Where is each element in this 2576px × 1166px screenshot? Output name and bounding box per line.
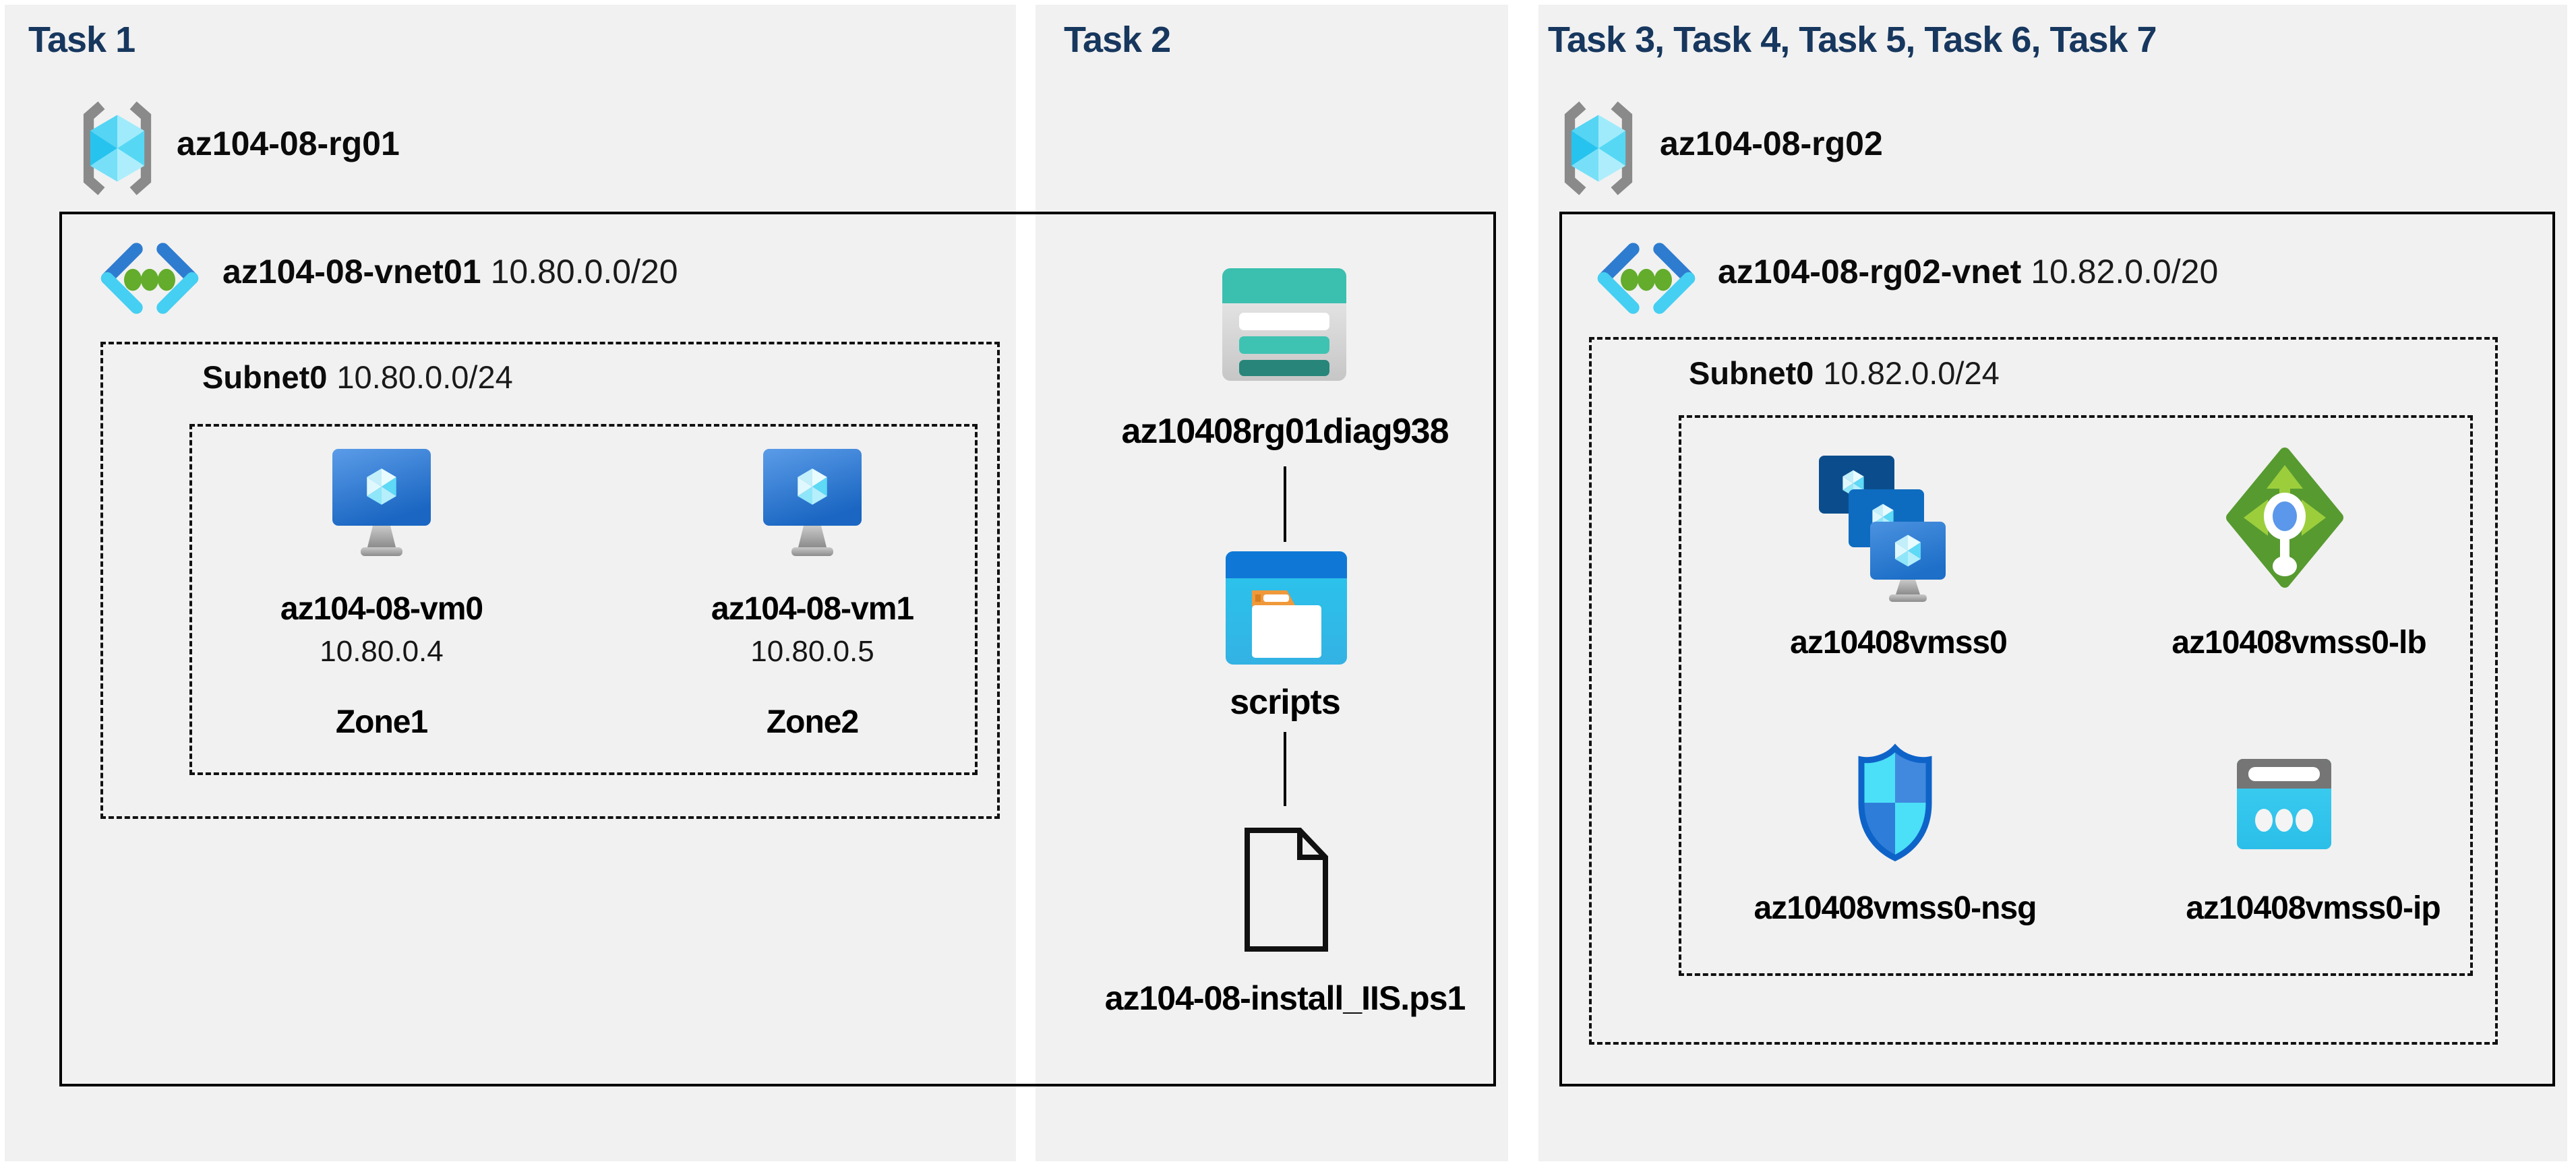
network-security-group-icon — [1858, 743, 1932, 861]
vnet01-box — [59, 212, 1496, 1086]
resource-group-icon — [83, 101, 152, 195]
virtual-machine-icon — [763, 449, 862, 556]
subnet0-rg02-cidr: 10.82.0.0/24 — [1823, 355, 2000, 391]
vm1-name: az104-08-vm1 — [711, 591, 914, 627]
blob-container-icon — [1226, 551, 1347, 665]
vm0-ip: 10.80.0.4 — [320, 635, 444, 668]
load-balancer-label: az10408vmss0-lb — [2171, 625, 2426, 661]
script-file-label: az104-08-install_IIS.ps1 — [1104, 979, 1466, 1017]
rg02-label: az104-08-rg02 — [1660, 125, 1883, 162]
vm-scale-set-icon — [1819, 456, 1946, 602]
virtual-network-icon — [100, 243, 199, 314]
nsg-label: az10408vmss0-nsg — [1754, 890, 2037, 926]
storage-account-icon — [1222, 268, 1346, 381]
rg01-label: az104-08-rg01 — [177, 125, 400, 162]
public-ip-icon — [2237, 759, 2331, 849]
task1-panel — [5, 5, 1016, 1161]
subnet0-rg02-box — [1589, 337, 2498, 1045]
subnet0-rg01-box — [100, 342, 1000, 819]
subnet0-rg02-name: Subnet0 — [1689, 355, 1814, 391]
vm1-zone: Zone2 — [766, 704, 859, 740]
file-icon — [1245, 828, 1328, 952]
vnet02-cidr: 10.82.0.0/20 — [2031, 253, 2219, 290]
vnet01-name: az104-08-vnet01 — [222, 253, 481, 290]
vm0-zone: Zone1 — [335, 704, 428, 740]
storage-account-label: az10408rg01diag938 — [1121, 412, 1449, 451]
vmss-group-box — [1679, 415, 2473, 976]
vnet02-box — [1559, 212, 2555, 1086]
resource-group-icon — [1564, 101, 1633, 195]
virtual-machine-icon — [332, 449, 431, 556]
task3-panel — [1538, 5, 2567, 1161]
connector-storage-scripts — [1284, 466, 1286, 542]
virtual-network-icon — [1597, 243, 1696, 314]
subnet0-rg01-name: Subnet0 — [202, 359, 328, 395]
task3-title: Task 3, Task 4, Task 5, Task 6, Task 7 — [1548, 20, 2157, 60]
public-ip-label: az10408vmss0-ip — [2186, 890, 2440, 926]
load-balancer-icon — [2226, 448, 2343, 588]
vnet02-name: az104-08-rg02-vnet — [1718, 253, 2022, 290]
task1-title: Task 1 — [28, 20, 136, 60]
connector-scripts-file — [1284, 732, 1286, 806]
zones-box — [189, 424, 978, 775]
vm1-ip: 10.80.0.5 — [750, 635, 874, 668]
subnet0-rg01-cidr: 10.80.0.0/24 — [336, 359, 513, 395]
vm0-name: az104-08-vm0 — [280, 591, 483, 627]
task2-title: Task 2 — [1064, 20, 1171, 60]
scripts-folder-label: scripts — [1230, 683, 1341, 722]
vmss-label: az10408vmss0 — [1790, 625, 2008, 661]
vnet01-cidr: 10.80.0.0/20 — [490, 253, 678, 290]
